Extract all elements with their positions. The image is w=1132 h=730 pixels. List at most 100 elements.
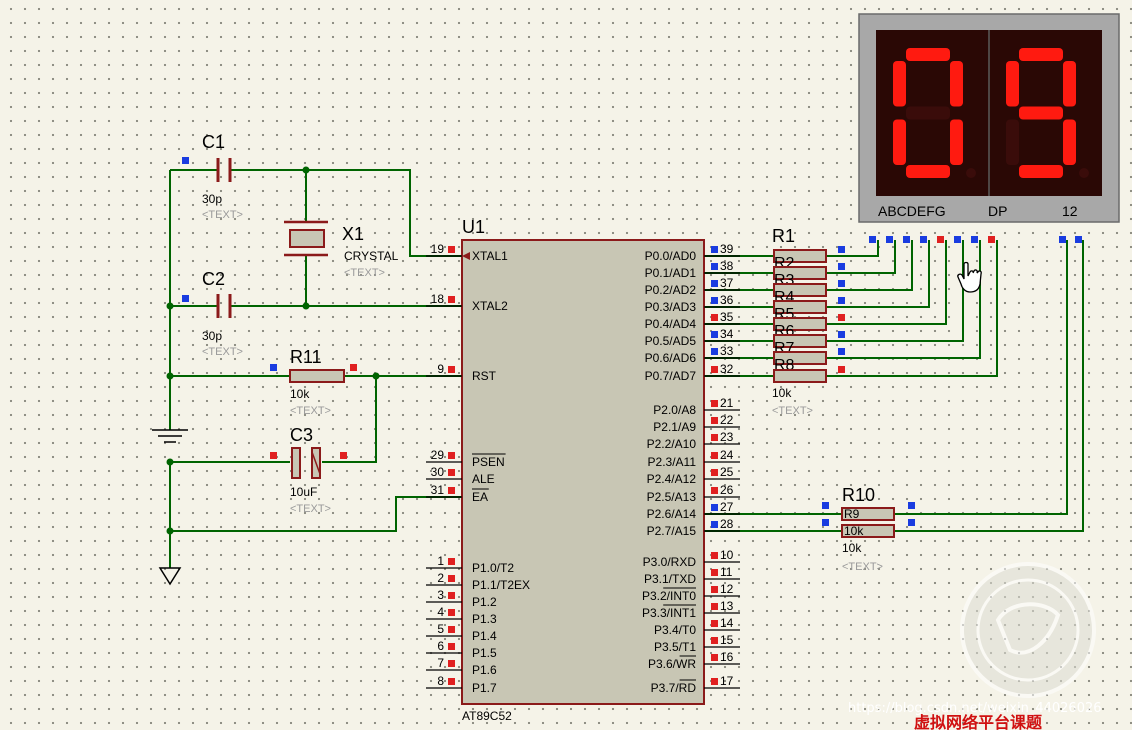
pin-marker[interactable]: [711, 452, 718, 459]
resistor-r10[interactable]: R10 R9 10k 10k <TEXT>: [822, 485, 915, 573]
segment-g: [1019, 106, 1063, 120]
pin-marker[interactable]: [448, 678, 455, 685]
pin-marker[interactable]: [711, 654, 718, 661]
mcu-right-pins: 39P0.0/AD038P0.1/AD137P0.2/AD236P0.3/AD3…: [642, 242, 740, 695]
pin-marker[interactable]: [711, 348, 718, 355]
pin-marker[interactable]: [711, 637, 718, 644]
pin-marker[interactable]: [838, 314, 845, 321]
pin-marker[interactable]: [448, 626, 455, 633]
pin-marker[interactable]: [711, 417, 718, 424]
resistor-body[interactable]: [773, 300, 827, 314]
pin-marker[interactable]: [448, 452, 455, 459]
pin-marker[interactable]: [448, 469, 455, 476]
ground-symbol[interactable]: [152, 429, 188, 443]
resistor-body[interactable]: [773, 283, 827, 297]
pin-number: 34: [720, 327, 734, 341]
x1-text: <TEXT>: [344, 267, 385, 279]
pin-marker[interactable]: [838, 246, 845, 253]
pin-marker[interactable]: [711, 469, 718, 476]
pin-name: P0.2/AD2: [645, 283, 697, 297]
pin-name: ALE: [472, 472, 495, 486]
pin-marker[interactable]: [838, 348, 845, 355]
pin-number: 37: [720, 276, 734, 290]
pin-marker[interactable]: [838, 280, 845, 287]
display-pin-marker[interactable]: [1059, 236, 1066, 243]
pin-number: 24: [720, 448, 734, 462]
resistor-body[interactable]: [773, 266, 827, 280]
pin-marker[interactable]: [711, 678, 718, 685]
display-pin-marker[interactable]: [954, 236, 961, 243]
pin-marker[interactable]: [711, 331, 718, 338]
resistor-body[interactable]: [773, 369, 827, 383]
resistor-body[interactable]: [773, 351, 827, 365]
pin-marker[interactable]: [838, 297, 845, 304]
pin-marker[interactable]: [448, 643, 455, 650]
seven-segment-display[interactable]: ABCDEFG DP 12: [858, 13, 1120, 243]
pin-marker[interactable]: [711, 434, 718, 441]
segment-dp: [1079, 168, 1089, 178]
pin-number: 16: [720, 650, 734, 664]
segment-a: [906, 48, 950, 61]
pin-marker[interactable]: [711, 620, 718, 627]
c1-value: 30p: [202, 192, 222, 206]
pin-name: P0.5/AD5: [645, 334, 697, 348]
display-pin-marker[interactable]: [1075, 236, 1082, 243]
pin-marker[interactable]: [448, 558, 455, 565]
pin-marker[interactable]: [711, 586, 718, 593]
resistor-body[interactable]: [773, 334, 827, 348]
pin-marker[interactable]: [448, 575, 455, 582]
pin-marker[interactable]: [711, 487, 718, 494]
pin-marker[interactable]: [448, 609, 455, 616]
pin-marker[interactable]: [448, 366, 455, 373]
pin-marker[interactable]: [838, 331, 845, 338]
pin-marker[interactable]: [711, 552, 718, 559]
resistor-body[interactable]: [773, 317, 827, 331]
pin-number: 10: [720, 548, 734, 562]
pin-marker[interactable]: [838, 263, 845, 270]
pin-marker[interactable]: [448, 592, 455, 599]
c2-value: 30p: [202, 329, 222, 343]
pin-number: 32: [720, 362, 734, 376]
pin-name: P1.6: [472, 663, 497, 677]
display-pin-marker[interactable]: [937, 236, 944, 243]
pin-marker[interactable]: [711, 297, 718, 304]
pin-name: P1.7: [472, 681, 497, 695]
pin-marker[interactable]: [711, 603, 718, 610]
resistor-r11[interactable]: R11 10k <TEXT>: [270, 347, 357, 417]
display-pin-marker[interactable]: [869, 236, 876, 243]
r11-text: <TEXT>: [290, 405, 331, 417]
resistor-body[interactable]: [773, 249, 827, 263]
pin-marker[interactable]: [711, 280, 718, 287]
display-pin-marker[interactable]: [971, 236, 978, 243]
display-pin-marker[interactable]: [886, 236, 893, 243]
capacitor-c3[interactable]: C3 10uF <TEXT>: [270, 425, 347, 515]
pin-marker[interactable]: [448, 246, 455, 253]
segment-c: [950, 119, 963, 165]
pin-number: 18: [431, 292, 445, 306]
display-pin-marker[interactable]: [920, 236, 927, 243]
pin-name: P0.4/AD4: [645, 317, 697, 331]
power-symbol[interactable]: [158, 567, 182, 586]
pin-marker[interactable]: [448, 296, 455, 303]
pin-marker[interactable]: [448, 487, 455, 494]
pin-number: 36: [720, 293, 734, 307]
pin-marker[interactable]: [711, 263, 718, 270]
pin-name: P3.3/INT1: [642, 606, 696, 620]
display-pin-marker[interactable]: [988, 236, 995, 243]
pin-marker[interactable]: [838, 366, 845, 373]
pin-marker[interactable]: [711, 314, 718, 321]
pin-marker[interactable]: [711, 569, 718, 576]
capacitor-c2[interactable]: C2 30p <TEXT>: [182, 269, 243, 358]
pin-marker[interactable]: [711, 521, 718, 528]
pin-marker[interactable]: [711, 504, 718, 511]
pin-marker[interactable]: [448, 660, 455, 667]
pin-marker[interactable]: [711, 366, 718, 373]
pin-marker[interactable]: [711, 400, 718, 407]
pin-marker[interactable]: [711, 246, 718, 253]
crystal-x1[interactable]: X1 CRYSTAL <TEXT>: [284, 220, 399, 279]
capacitor-c1[interactable]: C1 30p <TEXT>: [182, 132, 243, 221]
display-pin-marker[interactable]: [903, 236, 910, 243]
